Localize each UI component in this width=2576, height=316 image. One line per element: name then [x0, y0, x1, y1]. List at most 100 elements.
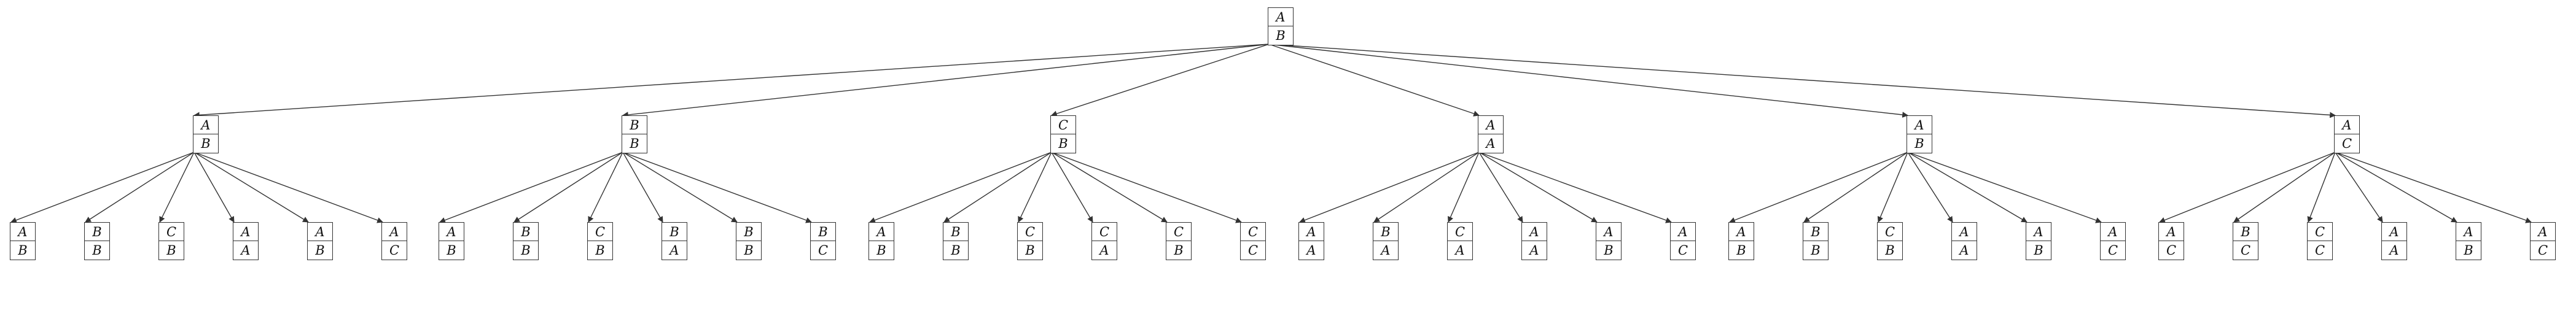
node-cell-bottom: B — [10, 241, 35, 260]
tree-edge — [1478, 152, 1672, 223]
tree-edge — [10, 152, 195, 223]
tree-edge — [1877, 152, 1908, 223]
node-cell-top: A — [2026, 223, 2051, 241]
node-cell-top: A — [1671, 223, 1695, 241]
node-cell-top: B — [662, 223, 687, 241]
node-cell-bottom: B — [439, 241, 464, 260]
tree-edge — [2159, 152, 2336, 223]
node-cell-bottom: B — [193, 134, 218, 153]
node-cell-bottom: C — [2335, 134, 2359, 153]
node-cell-top: C — [1241, 223, 1265, 241]
node-cell-bottom: B — [943, 241, 968, 260]
node-cell-top: B — [622, 116, 647, 134]
node-cell-bottom: A — [662, 241, 687, 260]
tree-edge — [1268, 44, 2336, 118]
tree-edge — [1299, 152, 1480, 223]
node-cell-bottom: B — [1051, 134, 1075, 153]
node-cell-top: C — [1878, 223, 1902, 241]
tree-edge — [622, 152, 738, 223]
node-cell-bottom: B — [308, 241, 332, 260]
node-cell-top: C — [588, 223, 612, 241]
node-cell-top: C — [1448, 223, 1472, 241]
node-cell-top: A — [2101, 223, 2125, 241]
node-cell-top: B — [2233, 223, 2258, 241]
node-cell-bottom: A — [1299, 241, 1324, 260]
tree-edge — [193, 152, 235, 223]
node-cell-top: A — [2456, 223, 2481, 241]
node-cell-top: B — [1373, 223, 1398, 241]
node-cell-bottom: A — [1373, 241, 1398, 260]
node-cell-top: A — [1478, 116, 1503, 134]
node-cell-bottom: B — [1018, 241, 1042, 260]
node-cell-top: B — [811, 223, 835, 241]
node-cell-top: A — [1299, 223, 1324, 241]
node-cell-bottom: B — [1907, 134, 1932, 153]
tree-edge — [943, 152, 1052, 223]
tree-edge — [1373, 152, 1480, 223]
node-cell-bottom: C — [2531, 241, 2555, 260]
node-cell-top: A — [1268, 8, 1293, 26]
node-cell-top: A — [869, 223, 894, 241]
node-cell-bottom: A — [233, 241, 258, 260]
node-cell-bottom: B — [1803, 241, 1828, 260]
tree-edge — [1729, 152, 1908, 223]
node-cell-bottom: C — [2233, 241, 2258, 260]
node-cell-top: A — [1596, 223, 1621, 241]
node-cell-bottom: B — [736, 241, 761, 260]
tree-edge — [1051, 152, 1093, 223]
node-cell-bottom: B — [513, 241, 538, 260]
tree-edge — [2233, 152, 2336, 223]
node-cell-top: A — [193, 116, 218, 134]
node-cell-bottom: A — [1092, 241, 1117, 260]
node-cell-bottom: B — [2026, 241, 2051, 260]
node-cell-top: C — [159, 223, 184, 241]
node-cell-bottom: C — [1671, 241, 1695, 260]
node-cell-top: A — [2335, 116, 2359, 134]
node-cell-bottom: B — [622, 134, 647, 153]
